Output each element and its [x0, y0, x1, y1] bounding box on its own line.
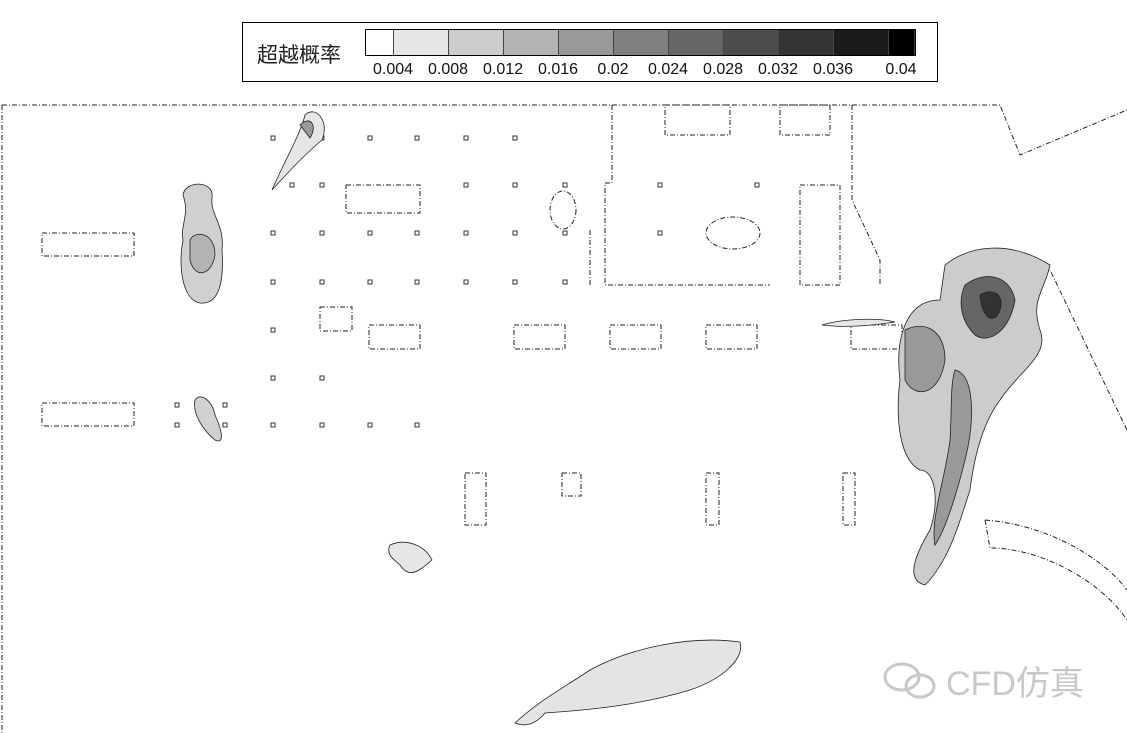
pillar — [174, 402, 180, 408]
contour-streak — [821, 318, 896, 327]
pillar — [657, 230, 663, 236]
pillar — [562, 279, 568, 285]
building-outline — [561, 472, 582, 497]
legend-swatch — [669, 30, 724, 55]
building-outline — [842, 472, 856, 526]
pillar — [270, 422, 276, 428]
contour-blob-bottom — [388, 541, 433, 574]
contour-plume-top-inner — [299, 120, 314, 139]
tank-outline — [705, 216, 761, 250]
pillar — [367, 422, 373, 428]
legend-swatch — [724, 30, 779, 55]
pillar — [463, 230, 469, 236]
building-outline — [609, 324, 662, 350]
building-outline — [319, 306, 353, 332]
wechat-icon — [883, 662, 936, 698]
pillar — [319, 230, 325, 236]
pillar — [414, 230, 420, 236]
tank-outline — [549, 190, 577, 230]
pillar — [512, 279, 518, 285]
legend: 超越概率 0.004 0.008 0.012 0.016 0.02 0.024 0.028 0… — [242, 22, 938, 82]
contour-blob-left-inner — [189, 233, 216, 273]
building-outline — [664, 104, 731, 136]
legend-title: 超越概率 — [257, 43, 341, 67]
pillar — [174, 422, 180, 428]
pillar — [222, 402, 228, 408]
pillar — [463, 182, 469, 188]
contour-blob-right-tail — [933, 369, 972, 547]
pillar — [414, 279, 420, 285]
coastline-curve — [984, 519, 1127, 621]
pillar — [270, 135, 276, 141]
pillar-group — [174, 135, 760, 428]
contour-blob-right-inner — [904, 325, 946, 393]
legend-tick-label: 0.02 — [597, 61, 629, 78]
building-outline — [41, 232, 135, 257]
legend-tick-label: 0.028 — [702, 61, 744, 78]
pillar — [512, 230, 518, 236]
building-outline — [368, 324, 421, 350]
pillar — [463, 279, 469, 285]
legend-swatch — [779, 30, 834, 55]
legend-tick-label: 0.008 — [427, 61, 469, 78]
pillar — [222, 422, 228, 428]
legend-tick-label: 0.04 — [885, 61, 917, 78]
pillar — [319, 279, 325, 285]
pillar — [463, 135, 469, 141]
legend-tick-label: 0.032 — [757, 61, 799, 78]
legend-swatch — [889, 30, 915, 55]
legend-colorbar — [365, 29, 916, 56]
harbor-wall — [589, 105, 881, 286]
building-outline — [513, 324, 566, 350]
island — [514, 639, 742, 726]
pillar — [367, 135, 373, 141]
pillar — [270, 230, 276, 236]
contour-blob-right-peak — [979, 291, 1002, 319]
building-outline — [779, 104, 831, 136]
building-outline — [345, 184, 421, 214]
legend-tick-label: 0.024 — [647, 61, 689, 78]
pillar — [754, 182, 760, 188]
legend-swatch — [449, 30, 504, 55]
contour-plume-top — [271, 111, 325, 191]
pillar — [562, 230, 568, 236]
pillar — [414, 422, 420, 428]
building-outline — [705, 324, 758, 350]
pillar — [367, 279, 373, 285]
pillar — [319, 422, 325, 428]
legend-swatch — [614, 30, 669, 55]
building-outline — [41, 402, 135, 427]
building-outline — [850, 324, 903, 350]
legend-swatch — [559, 30, 614, 55]
pillar — [512, 182, 518, 188]
legend-tick-label: 0.012 — [482, 61, 524, 78]
legend-swatch — [504, 30, 559, 55]
pillar — [319, 375, 325, 381]
building-outline — [464, 472, 487, 526]
domain-boundary — [1, 104, 1127, 733]
pillar — [657, 182, 663, 188]
legend-tick-label: 0.004 — [372, 61, 414, 78]
legend-swatch — [834, 30, 889, 55]
pillar — [414, 135, 420, 141]
legend-tick-label: 0.016 — [537, 61, 579, 78]
contour-blob-right — [897, 247, 1051, 586]
pillar — [270, 327, 276, 333]
contour-blob-small — [194, 396, 222, 442]
watermark-text: CFD仿真 — [946, 665, 1084, 703]
legend-swatch — [394, 30, 449, 55]
building-outline — [705, 472, 720, 526]
pillar — [319, 182, 325, 188]
legend-tick-label: 0.036 — [812, 61, 854, 78]
legend-swatch — [366, 30, 394, 55]
pillar — [367, 230, 373, 236]
pillar — [512, 135, 518, 141]
watermark: CFD仿真 — [882, 656, 1084, 705]
pillar — [289, 182, 295, 188]
pillar — [270, 279, 276, 285]
pillar — [270, 375, 276, 381]
pillar — [562, 182, 568, 188]
